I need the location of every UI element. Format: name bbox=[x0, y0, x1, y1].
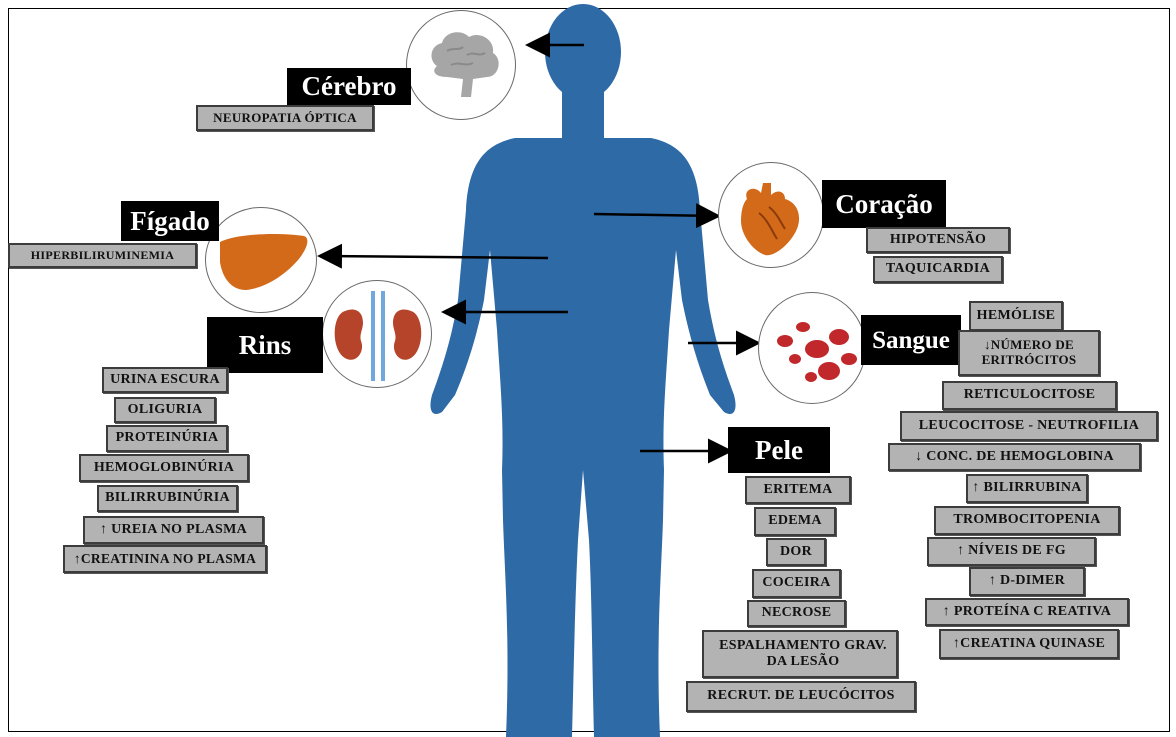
effect-rins-2: OLIGURIA bbox=[114, 397, 216, 423]
effect-sangue-5: ↓ CONC. DE HEMOGLOBINA bbox=[888, 443, 1141, 471]
effect-pele-5: NECROSE bbox=[747, 600, 846, 627]
effect-sangue-9: ↑ D-DIMER bbox=[969, 567, 1085, 596]
effect-rins-6: ↑ UREIA NO PLASMA bbox=[83, 516, 264, 544]
label-figado: Fígado bbox=[121, 201, 219, 241]
effect-pele-2: EDEMA bbox=[754, 507, 836, 536]
effect-cerebro-1: NEUROPATIA ÓPTICA bbox=[196, 105, 374, 131]
label-sangue: Sangue bbox=[861, 315, 961, 365]
effect-coracao-1: HIPOTENSÃO bbox=[866, 227, 1010, 253]
effect-rins-3: PROTEINÚRIA bbox=[106, 425, 228, 452]
effect-sangue-1: HEMÓLISE bbox=[969, 301, 1063, 331]
label-rins: Rins bbox=[207, 317, 323, 373]
effect-pele-1: ERITEMA bbox=[745, 476, 851, 504]
blood-circle bbox=[758, 292, 866, 404]
effect-sangue-10: ↑ PROTEÍNA C REATIVA bbox=[925, 598, 1129, 626]
arrow-liver bbox=[322, 256, 548, 258]
effect-rins-1: URINA ESCURA bbox=[102, 367, 228, 393]
effect-sangue-11: ↑CREATINA QUINASE bbox=[939, 629, 1119, 659]
heart-icon bbox=[719, 163, 824, 268]
effect-rins-4: HEMOGLOBINÚRIA bbox=[79, 454, 249, 482]
effect-coracao-2: TAQUICARDIA bbox=[873, 256, 1003, 283]
effect-sangue-7: TROMBOCITOPENIA bbox=[934, 506, 1120, 535]
label-coracao: Coração bbox=[822, 180, 946, 228]
liver-icon bbox=[206, 208, 317, 313]
arrow-heart bbox=[594, 214, 716, 216]
liver-circle bbox=[205, 207, 317, 313]
effect-sangue-8: ↑ NÍVEIS DE FG bbox=[927, 537, 1096, 566]
effect-sangue-4: LEUCOCITOSE - NEUTROFILIA bbox=[900, 411, 1158, 441]
effect-sangue-6: ↑ BILIRRUBINA bbox=[966, 474, 1088, 503]
effect-pele-6: ESPALHAMENTO GRAV. DA LESÃO bbox=[702, 630, 898, 678]
kidney-circle bbox=[322, 280, 432, 388]
effect-figado-1: HIPERBILIRUMINEMIA bbox=[8, 243, 197, 268]
heart-circle bbox=[718, 162, 824, 268]
label-pele: Pele bbox=[728, 427, 830, 473]
effect-sangue-2: ↓NÚMERO DE ERITRÓCITOS bbox=[958, 330, 1100, 376]
effect-pele-3: DOR bbox=[766, 538, 826, 566]
effect-pele-7: RECRUT. DE LEUCÓCITOS bbox=[686, 681, 916, 712]
blood-cells-icon bbox=[759, 293, 866, 404]
effect-rins-7: ↑CREATININA NO PLASMA bbox=[63, 545, 267, 573]
kidneys-icon bbox=[323, 281, 432, 388]
brain-icon bbox=[407, 11, 516, 120]
effect-pele-4: COCEIRA bbox=[752, 569, 841, 598]
brain-circle bbox=[406, 10, 516, 120]
label-cerebro: Cérebro bbox=[287, 68, 411, 105]
effect-rins-5: BILIRRUBINÚRIA bbox=[97, 485, 238, 512]
effect-sangue-3: RETICULOCITOSE bbox=[942, 381, 1117, 410]
